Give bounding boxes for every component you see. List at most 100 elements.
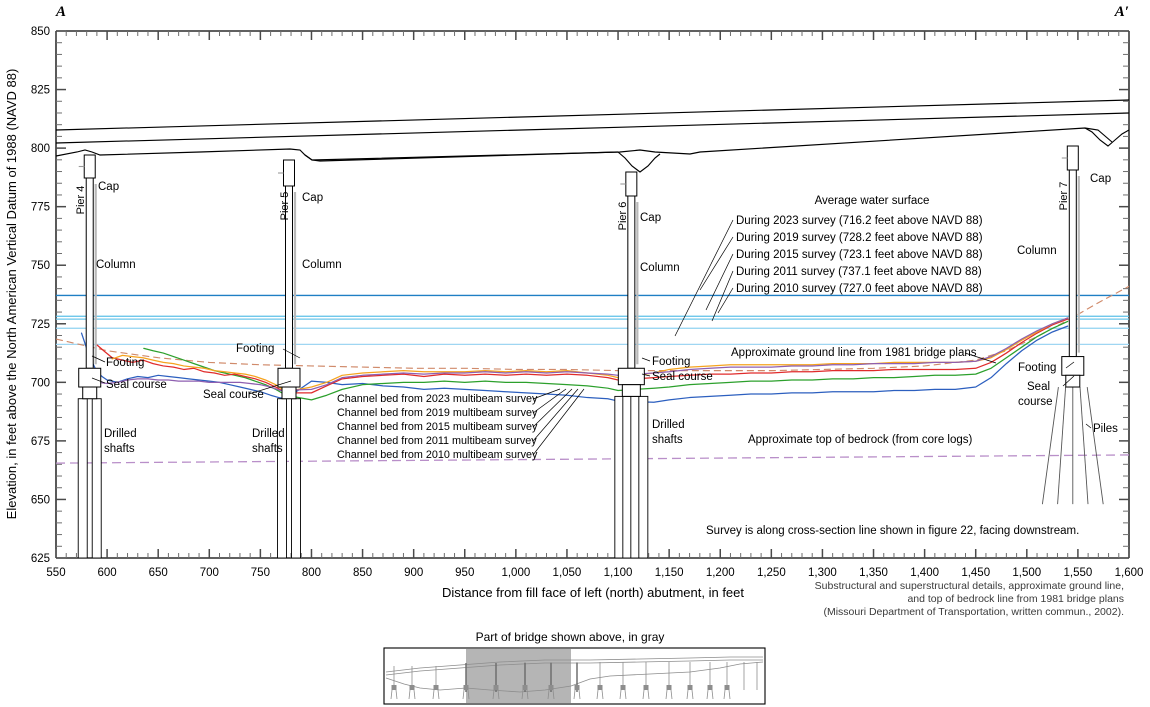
inset-footing [643,685,649,690]
source-note-line-1: Substructural and superstructural detail… [815,580,1124,592]
superstructure-lines [56,99,1129,173]
x-tick-label: 1,000 [501,567,530,579]
pier-cap [83,154,96,179]
inset-footing [620,685,626,690]
footing-label-pier4: Footing [106,357,144,369]
inset-shaft [467,689,470,700]
inset-shaft [706,689,709,700]
pier-label-6: Pier 6 [617,202,629,231]
inset-shaft [578,689,581,700]
inset-footing [548,685,554,690]
bed-legend-item-2023: Channel bed from 2023 multibeam survey [337,393,538,405]
y-tick-label: 775 [31,202,50,214]
channel-bed-line [80,325,1069,403]
inset-shaft [691,689,694,700]
inset-shaft [462,689,465,700]
inset-shaft [723,689,726,700]
drilled-shaft [91,398,102,558]
inset-deck-line-2 [385,659,763,676]
x-tick-label: 900 [404,567,423,579]
pier-footing [617,367,645,386]
shafts-label-pier4: shafts [104,443,135,455]
water-surface-item-2023: During 2023 survey (716.2 feet above NAV… [736,215,983,227]
inset-title: Part of bridge shown above, in gray [476,630,665,644]
y-tick-label: 625 [31,553,50,565]
pier-footing [1061,356,1085,376]
inset-footing [574,685,580,690]
section-label-right: A′ [1114,4,1129,20]
pier-column [85,177,94,369]
shafts-label-pier6: shafts [652,434,683,446]
piles-label-pier7: Piles [1093,423,1118,435]
pier-label-4: Pier 4 [75,186,87,215]
inset-shaft [665,689,668,700]
survey-note: Survey is along cross-section line shown… [706,525,1079,537]
pier-structure [277,159,301,558]
x-tick-label: 1,200 [706,567,735,579]
water-surface-item-2010: During 2010 survey (727.0 feet above NAV… [736,283,983,295]
water-surface-item-2019: During 2019 survey (728.2 feet above NAV… [736,232,983,244]
inset-shaft [552,689,555,700]
source-note-line-3: (Missouri Department of Transportation, … [823,606,1124,618]
part-labels: Cap Cap Cap Cap Column Column Column Col… [96,173,1118,455]
ground-line-leader [964,352,997,364]
inset-bridge-drawing [385,656,764,700]
drilled-label-pier6: Drilled [652,419,685,431]
drilled-shaft [277,398,287,558]
x-axis-ticks [55,31,1130,558]
bed-legend-item-2011: Channel bed from 2011 multibeam survey [337,435,537,447]
x-tick-label: 1,400 [910,567,939,579]
y-tick-label: 650 [31,494,50,506]
y-axis-title: Elevation, in feet above the North Ameri… [4,69,19,520]
footing-label-pier5: Footing [236,343,274,355]
inset-footing [724,685,730,690]
inset-ground-line [385,661,764,693]
x-tick-label: 1,500 [1012,567,1041,579]
inset-shaft [521,689,524,700]
channel-bed-line [143,320,1069,401]
x-tick-label: 800 [302,567,321,579]
pier-label-7: Pier 7 [1058,182,1070,211]
inset-shaft [492,689,495,700]
column-label-pier4: Column [96,259,136,271]
seal-label-pier7: Seal [1027,381,1050,393]
bed-legend-item-2010: Channel bed from 2010 multibeam survey [337,449,538,461]
inset-shaft [728,689,731,700]
pile [1057,386,1067,505]
inset-footing [597,685,603,690]
inset-shaft [596,689,599,700]
cap-label-pier6: Cap [640,212,661,224]
seal-course-label-pier5: Seal course [203,389,264,401]
channel-bed-legend: Channel bed from 2023 multibeam survey C… [337,388,585,461]
column-label-pier5: Column [302,259,342,271]
source-note-line-2: and top of bedrock line from 1981 bridge… [907,593,1124,605]
x-tick-label: 700 [200,567,219,579]
inset-shaft [601,689,604,700]
column-label-pier6: Column [640,262,680,274]
inset-footing [433,685,439,690]
water-surface-leader-lines [674,219,734,337]
inset-shaft [642,689,645,700]
inset-shaft [624,689,627,700]
x-tick-label: 600 [98,567,117,579]
y-tick-label: 675 [31,436,50,448]
inset-footing [409,685,415,690]
y-tick-label: 850 [31,26,50,38]
pier-column [1068,169,1077,358]
pier-structure [77,154,102,558]
pile [1079,386,1089,505]
drilled-label-pier4: Drilled [104,428,137,440]
shafts-label-pier5: shafts [252,443,283,455]
cap-label-pier7: Cap [1090,173,1111,185]
inset-shaft [408,689,411,700]
water-surface-lines [56,294,1129,346]
pier-cap [282,159,295,187]
pile [1041,386,1059,505]
x-tick-label: 950 [455,567,474,579]
cap-label-pier5: Cap [302,192,323,204]
y-tick-label: 800 [31,143,50,155]
water-surface-heading: Average water surface [815,195,930,207]
pier-footing [78,367,102,388]
